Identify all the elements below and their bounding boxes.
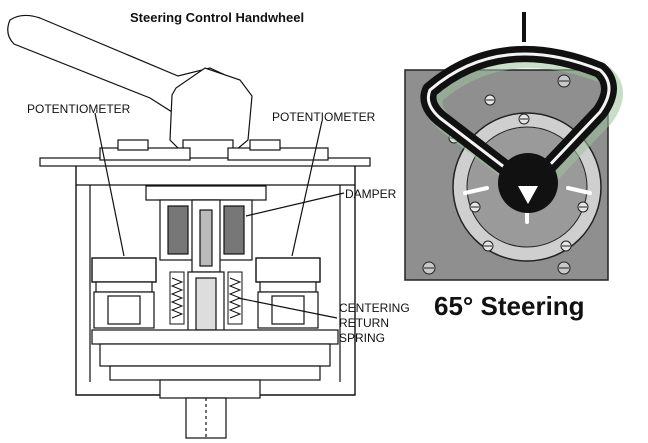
centering-line2: RETURN bbox=[339, 316, 389, 330]
damper-label: DAMPER bbox=[345, 187, 397, 201]
potentiometer-right-label: POTENTIOMETER bbox=[272, 110, 376, 124]
leader-damper bbox=[245, 192, 345, 217]
steering-panel bbox=[404, 12, 623, 281]
centering-line1: CENTERING bbox=[339, 301, 410, 315]
leader-pot-right bbox=[291, 120, 323, 257]
cutaway-assembly bbox=[7, 14, 371, 439]
handwheel-hub bbox=[169, 67, 253, 151]
leader-pot-left bbox=[94, 112, 125, 257]
gear-plate bbox=[91, 329, 339, 345]
range-marks bbox=[463, 186, 592, 224]
handle-knob bbox=[498, 153, 558, 213]
steering-angle-label: 65° Steering bbox=[434, 291, 585, 321]
pointer-icon bbox=[518, 186, 538, 204]
handwheel-handle bbox=[420, 46, 623, 184]
leader-spring bbox=[237, 297, 338, 319]
potentiometer-left-label: POTENTIOMETER bbox=[27, 102, 131, 116]
handwheel-label: Steering Control Handwheel bbox=[130, 10, 305, 25]
centering-spring bbox=[169, 271, 243, 325]
top-plate bbox=[39, 157, 371, 167]
damper-body bbox=[145, 185, 267, 201]
potentiometer-right-body bbox=[255, 257, 321, 283]
potentiometer-left-body bbox=[91, 257, 157, 283]
centering-line3: SPRING bbox=[339, 331, 386, 345]
centering-spring-label: CENTERING RETURN SPRING bbox=[339, 301, 410, 346]
